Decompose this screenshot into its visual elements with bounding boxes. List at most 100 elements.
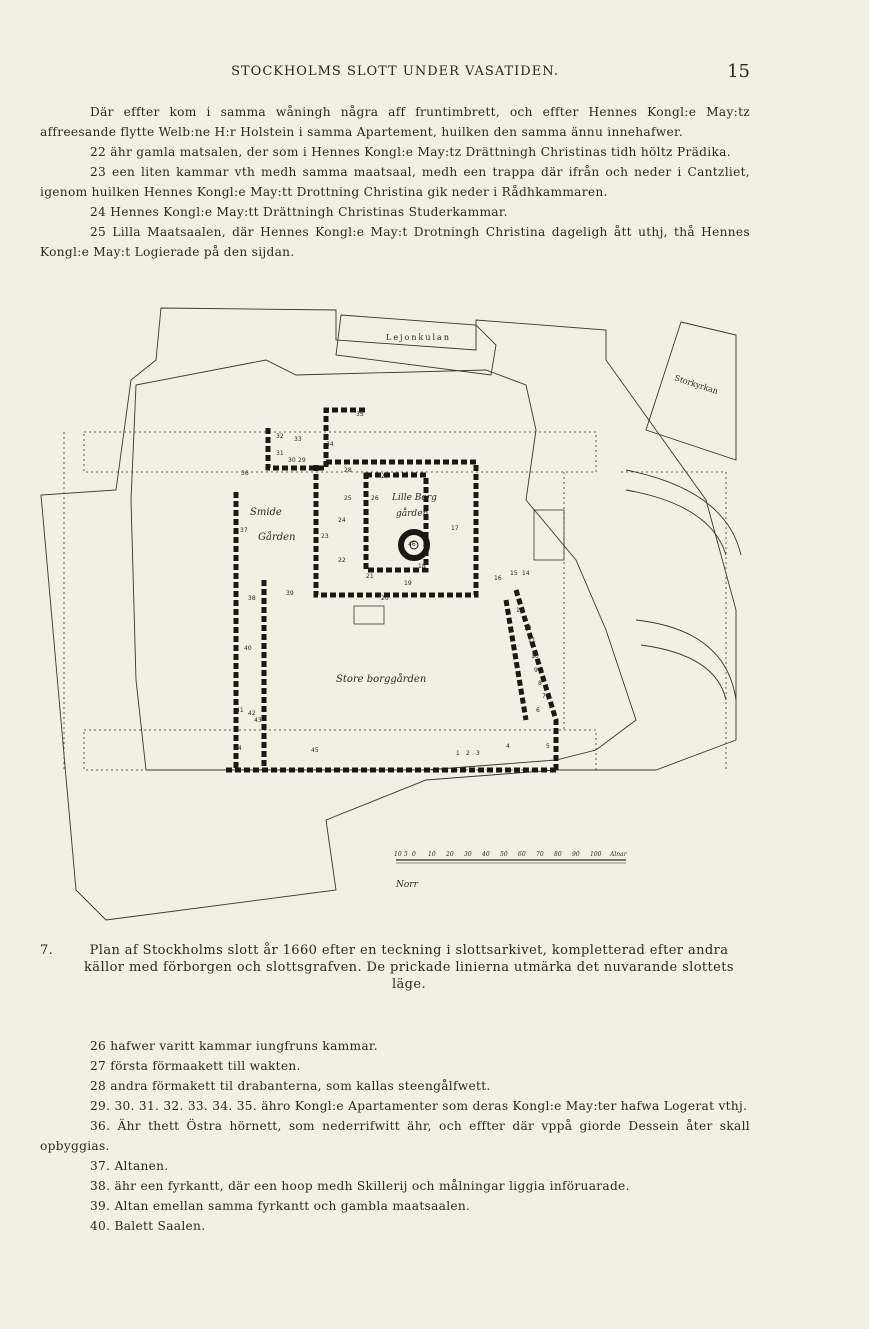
paragraph: 24 Hennes Kongl:e May:tt Drättningh Chri…: [90, 205, 508, 219]
scale-tick: 10: [394, 851, 402, 858]
scale-tick: 50: [500, 851, 508, 858]
room-number: 44: [234, 745, 242, 752]
page-header: STOCKHOLMS SLOTT UNDER VASATIDEN. 15: [40, 61, 750, 84]
room-number: 5: [546, 743, 550, 750]
paragraph: 39. Altan emellan samma fyrkantt och gam…: [90, 1199, 471, 1213]
room-number: 10: [531, 653, 539, 660]
room-number: 43: [254, 717, 262, 724]
castle-plan-figure: Lejonkulan Storkyrkan Smide Gården Lille…: [40, 307, 742, 921]
paragraph: 27 första förmaakett till wakten.: [90, 1059, 301, 1073]
room-number: 6: [536, 707, 540, 714]
smide-label: Smide: [250, 507, 282, 518]
room-numbers: 35 33 34 32 31 30 29 28 27 26 25 36 24 2…: [234, 411, 550, 757]
outer-boundary: [40, 307, 737, 921]
scale-tick: 10: [428, 851, 436, 858]
current-palace-outline: [621, 471, 727, 770]
round-tower: [398, 529, 430, 561]
paragraph: 26 hafwer varitt kammar iungfruns kammar…: [90, 1039, 378, 1053]
gate-hatching: [353, 605, 385, 625]
north-label: Norr: [395, 880, 419, 890]
room-number: 36: [241, 470, 249, 477]
paragraph: 28 andra förmakett til drabanterna, som …: [90, 1079, 491, 1093]
scale-tick: 60: [518, 851, 526, 858]
lejonkulan-label: Lejonkulan: [386, 333, 451, 342]
room-number: 7: [542, 693, 546, 700]
room-number: 18: [418, 563, 426, 570]
room-number: 39: [286, 590, 294, 597]
room-number: 41: [236, 707, 244, 714]
quay-arc-2: [640, 644, 727, 701]
room-number: 28: [344, 467, 352, 474]
running-title: STOCKHOLMS SLOTT UNDER VASATIDEN.: [231, 64, 559, 79]
room-number: 30: [288, 457, 296, 464]
room-number: 32: [276, 433, 284, 440]
room-number: 40: [244, 645, 252, 652]
garden-label: Gården: [258, 531, 296, 543]
room-number: 34: [326, 441, 334, 448]
top-text-block: Där effter kom i samma wåningh några aff…: [40, 102, 750, 262]
scale-tick: Alnar: [609, 851, 628, 858]
storkyrkan-label: Storkyrkan: [673, 373, 719, 396]
room-number: 15: [510, 570, 518, 577]
room-number: 13: [516, 607, 524, 614]
scale-tick: 30: [464, 851, 472, 858]
east-arc-2: [625, 489, 727, 556]
room-number: 1: [456, 750, 460, 757]
scale-tick: 20: [445, 851, 454, 858]
room-number: 14: [522, 570, 530, 577]
room-number: 9: [534, 667, 538, 674]
lille-borg-label: Lille Borg: [391, 493, 437, 503]
store-borg-label: Store borggården: [336, 673, 426, 685]
room-number: 21: [366, 573, 374, 580]
room-number: 37: [240, 527, 248, 534]
room-number: 25: [344, 495, 352, 502]
scale-tick: 0: [412, 851, 416, 858]
gorden-label: gården: [396, 507, 429, 519]
bottom-text-block: 26 hafwer varitt kammar iungfruns kammar…: [40, 1036, 750, 1236]
room-number: 22: [338, 557, 346, 564]
room-number: 19: [404, 580, 412, 587]
room-number: 35: [356, 411, 364, 418]
room-number: 46: [408, 541, 416, 548]
paragraph: 25 Lilla Maatsaalen, där Hennes Kongl:e …: [40, 225, 750, 259]
storkyrkan-outline: [645, 321, 737, 461]
inner-boundary: [130, 359, 637, 771]
room-number: 11: [528, 637, 536, 644]
central-wall: [313, 459, 479, 598]
room-number: 42: [248, 710, 256, 717]
room-number: 4: [506, 743, 510, 750]
paragraph: 40. Balett Saalen.: [90, 1219, 206, 1233]
scale-bar: 10 5 0 10 20 30 40 50 60 70 80 90 100 Al…: [394, 851, 628, 890]
page-number: 15: [727, 61, 750, 82]
paragraph: Där effter kom i samma wåningh några aff…: [40, 105, 750, 139]
figure-caption: 7. Plan af Stockholms slott år 1660 efte…: [40, 942, 750, 993]
inner-castle-block: [363, 472, 429, 573]
room-number: 20: [381, 595, 389, 602]
scale-tick: 100: [590, 851, 602, 858]
scale-tick: 5: [404, 851, 408, 858]
room-number: 16: [494, 575, 502, 582]
room-number: 23: [321, 533, 329, 540]
room-number: 29: [298, 457, 306, 464]
scale-tick: 40: [481, 851, 490, 858]
room-number: 12: [524, 625, 532, 632]
room-number: 45: [311, 747, 319, 754]
figure-number: 7.: [40, 943, 54, 958]
room-number: 38: [248, 595, 256, 602]
paragraph: 23 een liten kammar vth medh samma maats…: [40, 165, 750, 199]
current-palace-outline: [83, 729, 597, 771]
scale-tick: 70: [536, 851, 544, 858]
paragraph: 29. 30. 31. 32. 33. 34. 35. ähro Kongl:e…: [90, 1099, 748, 1113]
east-wing-wall: [513, 589, 559, 770]
room-number: 31: [276, 450, 284, 457]
scale-tick: 80: [554, 851, 562, 858]
room-number: 8: [538, 680, 542, 687]
paragraph: 37. Altanen.: [90, 1159, 169, 1173]
round-tower-center: [409, 540, 419, 550]
stair-hatching: [533, 509, 565, 561]
quay-arc: [635, 619, 737, 701]
scale-tick: 90: [572, 851, 580, 858]
room-number: 27: [381, 473, 389, 480]
current-palace-outline: [83, 431, 597, 473]
caption-text: Plan af Stockholms slott år 1660 efter e…: [84, 943, 734, 992]
